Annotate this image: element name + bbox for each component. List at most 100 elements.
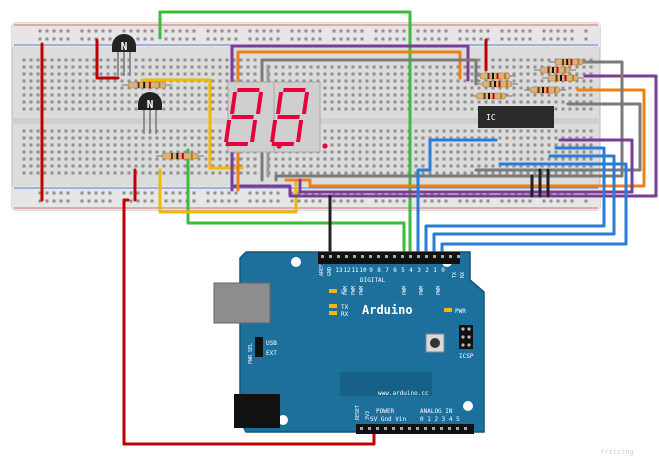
icsp-header[interactable] — [459, 325, 473, 349]
resistors — [122, 58, 589, 160]
led-l-icon — [329, 289, 337, 293]
resistor — [156, 152, 204, 160]
ic-chip: IC — [478, 106, 554, 128]
3v3-label: 3V3 — [365, 411, 371, 420]
wire-purple-3 — [298, 138, 634, 194]
ic-label: IC — [486, 113, 496, 122]
segment — [224, 120, 232, 142]
wire-gray-2 — [274, 60, 624, 182]
power-pins-label: 5V Gnd Vin — [370, 416, 407, 423]
seven-segment-display — [224, 81, 328, 153]
led-pwr-label: PWR — [455, 308, 466, 315]
transistor-label: N — [121, 40, 128, 53]
reset-button-cap[interactable] — [430, 338, 440, 348]
wire-red-power — [122, 198, 376, 446]
digit-eight — [270, 88, 328, 149]
digital-pin-number: 12 — [343, 267, 351, 274]
digital-pin-number: 9 — [369, 267, 373, 274]
segment — [277, 115, 300, 119]
led-rx-label: RX — [341, 311, 349, 318]
wire-green-top — [158, 10, 412, 257]
usb-connector[interactable] — [213, 282, 271, 324]
segment — [301, 92, 310, 114]
digit-eight — [224, 88, 282, 149]
segment — [270, 120, 278, 142]
analog-in-label: ANALOG IN — [420, 408, 453, 415]
power-analog-header-pins[interactable] — [360, 427, 467, 430]
wires — [40, 10, 658, 446]
segment — [271, 142, 295, 146]
segment — [255, 92, 264, 114]
resistor — [122, 81, 172, 89]
transistor-label: N — [147, 98, 154, 111]
wire-orange-2 — [284, 88, 646, 188]
resistor — [534, 66, 576, 74]
ext-label: EXT — [266, 350, 277, 357]
breadboard — [11, 22, 601, 211]
digital-label: DIGITAL — [360, 277, 386, 284]
resistor — [549, 58, 589, 66]
segment — [237, 88, 260, 92]
icsp-label: ICSP — [459, 353, 474, 360]
digital-pin-number: 2 — [425, 267, 429, 274]
digital-pin-number: 5 — [401, 267, 405, 274]
digital-pin-number: 13 — [335, 267, 343, 274]
resistor — [542, 74, 584, 82]
led-tx-icon — [329, 304, 337, 308]
digital-pin-number: 1 — [433, 267, 437, 274]
led-tx-label: TX — [341, 304, 349, 311]
gnd-label: GND — [327, 267, 333, 276]
watermark: fritzing — [600, 448, 634, 456]
digital-pin-number: 0 — [441, 267, 445, 274]
wire-blue-2 — [424, 146, 606, 258]
pwm-label: PWM — [351, 286, 357, 295]
transistor-1: N — [112, 34, 136, 76]
digital-pin-number: 3 — [417, 267, 421, 274]
power-jack[interactable] — [234, 394, 280, 428]
digital-pin-number: 6 — [393, 267, 397, 274]
usb-label: USB — [266, 340, 277, 347]
segment — [275, 92, 284, 114]
wire-gray-4 — [474, 102, 642, 172]
pwr-sel-jumper[interactable] — [255, 337, 263, 357]
led-l-label: L — [341, 289, 345, 296]
led-rx-icon — [329, 311, 337, 315]
wire-blue-4 — [440, 162, 628, 258]
decimal-point — [322, 143, 328, 149]
atmega-chip-outline — [340, 372, 432, 396]
wire-yellow-1 — [140, 78, 244, 170]
segment — [283, 88, 306, 92]
wire-red-transistor — [95, 38, 120, 80]
analog-pins-label: 0 1 2 3 4 5 — [420, 416, 460, 423]
board-url: www.arduino.cc — [378, 390, 429, 397]
led-pwr-icon — [444, 308, 452, 312]
segment — [231, 115, 254, 119]
pwm-label: PWM — [402, 286, 408, 295]
rx-pin-label: RX — [460, 272, 466, 278]
wire-purple-2 — [230, 74, 658, 198]
segment — [229, 92, 238, 114]
digital-pin-number: 10 — [359, 267, 367, 274]
digital-pin-number: 8 — [377, 267, 381, 274]
resistor — [524, 86, 566, 94]
aref-label: AREF — [319, 264, 325, 276]
power-label: POWER — [376, 408, 394, 415]
wire-blue-1 — [416, 138, 498, 258]
wire-green-bottom — [186, 148, 406, 257]
resistor — [476, 80, 518, 88]
transistor-2: N — [138, 92, 162, 134]
digital-header-pins[interactable] — [321, 255, 460, 258]
pwm-label: PWM — [359, 286, 365, 295]
pwr-sel-label: PWR SEL — [248, 343, 254, 364]
pwm-label: PWM — [436, 286, 442, 295]
digital-pin-number: 4 — [409, 267, 413, 274]
digital-pin-number: 7 — [385, 267, 389, 274]
tx-pin-label: TX — [452, 272, 458, 278]
resistor — [470, 92, 512, 100]
segment — [296, 120, 304, 142]
board-name: Arduino — [362, 303, 413, 317]
wire-blue-3 — [432, 154, 616, 258]
pwm-label: PWM — [419, 286, 425, 295]
